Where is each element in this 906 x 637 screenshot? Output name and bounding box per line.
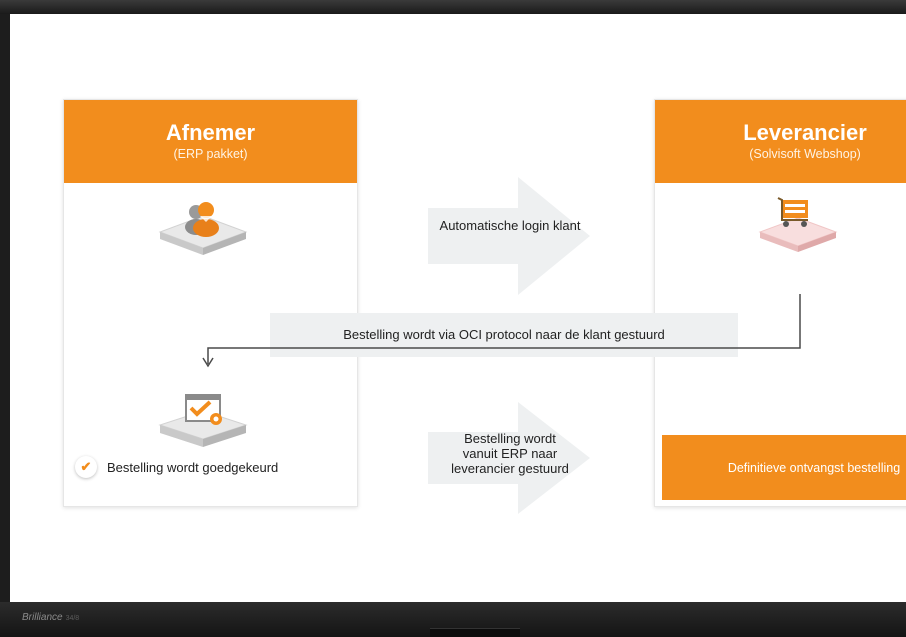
order-sent-line-2: vanuit ERP naar (462, 446, 558, 461)
brand-name: Brilliance (22, 612, 63, 623)
supplier-title: Leverancier (743, 120, 867, 145)
oci-return-band (270, 313, 738, 357)
user-icon (158, 202, 248, 255)
oci-return-label: Bestelling wordt via OCI protocol naar d… (343, 327, 665, 342)
order-sent-line-3: leverancier gestuurd (451, 461, 569, 476)
brand-model: 34/8 (65, 615, 80, 622)
approved-label: Bestelling wordt goedgekeurd (107, 460, 279, 475)
final-receipt-box: Definitieve ontvangst bestelling (662, 435, 906, 500)
monitor-top-bezel (0, 0, 906, 14)
screen: Afnemer (ERP pakket) Leverancier (Solvis… (10, 14, 906, 602)
check-icon: ✔ (75, 456, 97, 478)
oci-return-line (202, 294, 801, 368)
supplier-subtitle: (Solvisoft Webshop) (749, 147, 861, 161)
supplier-header: Leverancier (Solvisoft Webshop) (655, 100, 906, 183)
customer-header: Afnemer (ERP pakket) (64, 100, 357, 183)
final-receipt-label: Definitieve ontvangst bestelling (727, 460, 901, 475)
order-sent-arrow (428, 402, 590, 514)
shopping-cart-icon (758, 197, 838, 252)
customer-subtitle: (ERP pakket) (173, 147, 248, 161)
order-sent-line-1: Bestelling wordt (464, 431, 556, 446)
order-sent-label: Bestelling wordt vanuit ERP naar leveran… (410, 431, 610, 476)
auto-login-label: Automatische login klant (439, 218, 581, 233)
monitor-stand (430, 628, 520, 637)
approval-icon (158, 394, 248, 447)
login-arrow (428, 177, 590, 295)
customer-title: Afnemer (165, 120, 256, 145)
